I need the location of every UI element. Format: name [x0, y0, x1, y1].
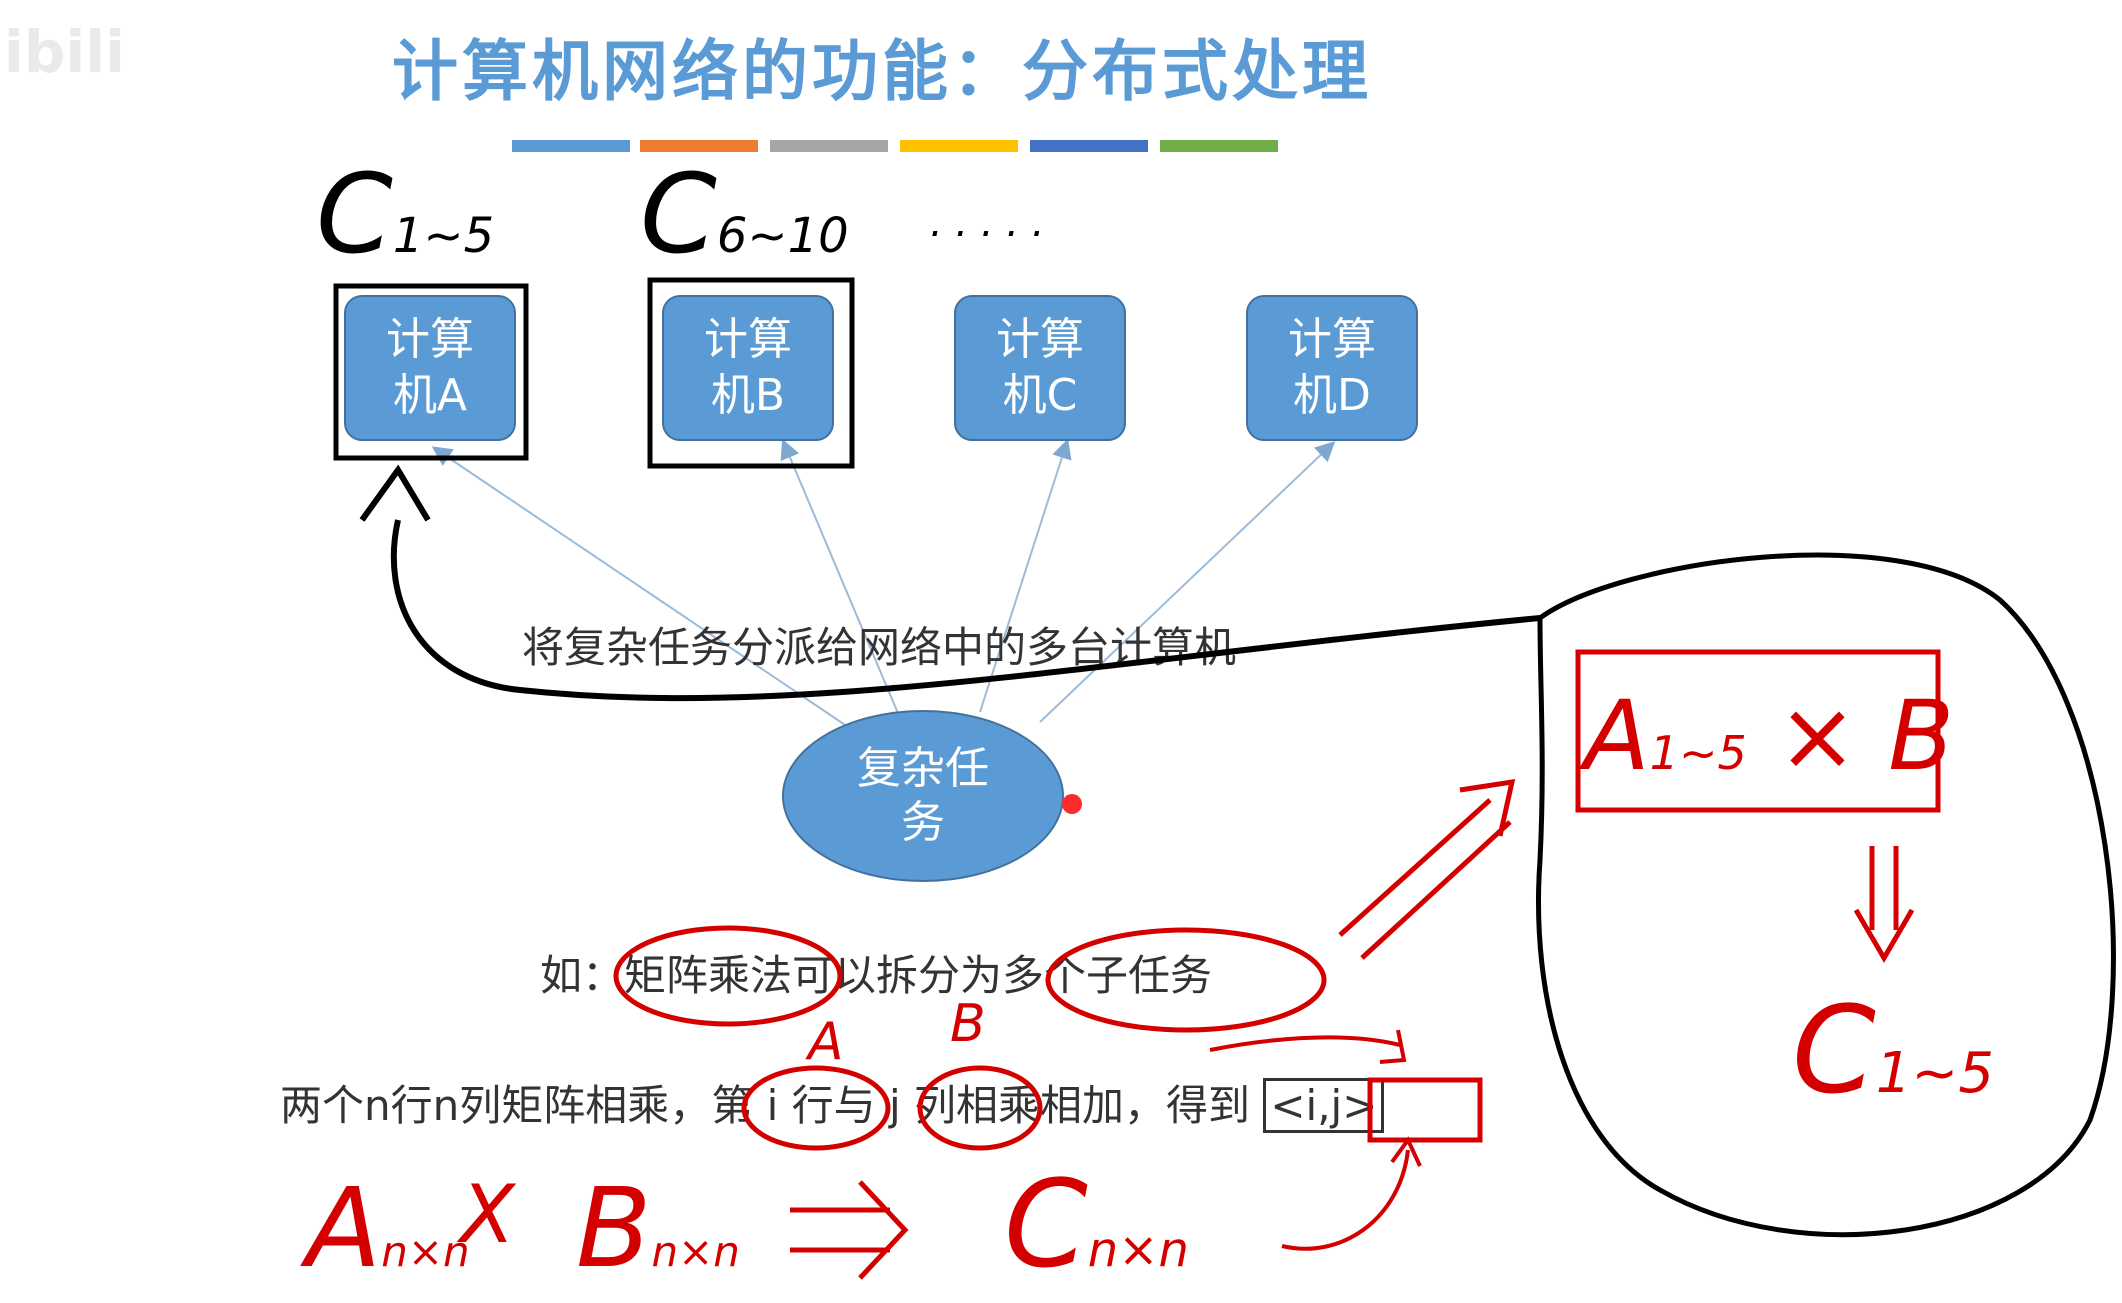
computer-b-line1: 计算 — [704, 314, 792, 365]
pen-connector-bottom — [1281, 1149, 1410, 1251]
complex-task-ellipse: 复杂任 务 — [782, 710, 1064, 882]
hw-bubble-result: C1~5 — [1792, 982, 1994, 1121]
hw-c-6to10-main: C — [640, 150, 717, 278]
pen-connector-top — [1209, 1035, 1401, 1052]
computer-b-line2: 机B — [710, 370, 786, 421]
pen-box — [1575, 649, 1941, 813]
divider-bar-3 — [770, 140, 888, 152]
hw-bubble-expr-sub: 1~5 — [1649, 726, 1747, 780]
hw-bubble-expr-tail: × B — [1777, 680, 1955, 792]
pen-ellipse-subtasks — [1045, 927, 1327, 1033]
computer-a-line2: 机A — [392, 370, 468, 421]
ink-box-b — [647, 277, 855, 469]
hw-c-1to5-sub: 1~5 — [392, 208, 495, 264]
pen-implies-arrow — [790, 1180, 909, 1280]
divider-bar-5 — [1030, 140, 1148, 152]
hw-label-b: B — [950, 994, 986, 1054]
pen-ellipse-row — [741, 1065, 891, 1151]
complex-task-line2: 务 — [901, 797, 945, 848]
hw-bubble-expr: A1~5 × B — [1584, 680, 1954, 792]
divider-bar-1 — [512, 140, 630, 152]
hw-label-a: A — [808, 1012, 844, 1072]
ink-bubble — [1536, 552, 2116, 1238]
computer-c-line1: 计算 — [996, 314, 1084, 365]
divider-bar-4 — [900, 140, 1018, 152]
hw-eq-c-main: C — [1004, 1156, 1088, 1295]
hw-eq-b-main: B — [576, 1164, 652, 1292]
hw-eq-b-sub: n×n — [651, 1227, 740, 1276]
matrix-text-line: 两个n行n列矩阵相乘，第 i 行与 j 列相乘相加，得到 <i,j> — [280, 1072, 1385, 1133]
computer-a: 计算 机A — [344, 295, 516, 441]
pen-connector-top-head — [1379, 1029, 1407, 1064]
hw-bubble-expr-main: A — [1584, 680, 1650, 792]
hw-bubble-result-sub: 1~5 — [1875, 1041, 1994, 1106]
matrix-text: 两个n行n列矩阵相乘，第 i 行与 j 列相乘相加，得到 — [280, 1081, 1250, 1130]
hw-arrow-glyph: ⇒ — [900, 1170, 901, 1171]
hw-c-1to5-main: C — [316, 150, 393, 278]
pen-down-arrow — [1853, 846, 1915, 963]
hw-c-6to10-sub: 6~10 — [716, 208, 849, 264]
matrix-result-box: <i,j> — [1263, 1078, 1385, 1133]
computer-d: 计算 机D — [1246, 295, 1418, 441]
example-text: 如：矩阵乘法可以拆分为多个子任务 — [540, 951, 1213, 1000]
computer-d-line1: 计算 — [1288, 314, 1376, 365]
hw-eq-a-sub: n×n — [381, 1227, 470, 1276]
pen-ellipse-matrix-mult — [613, 925, 843, 1027]
hw-eq-b: Bn×n — [576, 1164, 740, 1292]
divider-bar-6 — [1160, 140, 1278, 152]
hw-c-1to5: C1~5 — [316, 150, 494, 278]
ink-box-a — [333, 283, 529, 461]
computer-c: 计算 机C — [954, 295, 1126, 441]
computer-b: 计算 机B — [662, 295, 834, 441]
hw-dots: . . . . . — [930, 200, 1045, 246]
divider-bar-2 — [640, 140, 758, 152]
complex-task-line1: 复杂任 — [857, 743, 989, 794]
pen-up-arrow — [1338, 778, 1516, 960]
slide-title: 计算机网络的功能：分布式处理 — [392, 33, 1372, 110]
hw-times: X — [460, 1168, 515, 1261]
hw-eq-a-main: A — [306, 1164, 382, 1292]
computer-c-line2: 机C — [1002, 370, 1078, 421]
hw-eq-c-sub: n×n — [1087, 1222, 1189, 1278]
computer-d-line2: 机D — [1293, 370, 1371, 421]
hw-eq-c: Cn×n — [1004, 1156, 1189, 1295]
laser-pointer-dot — [1062, 794, 1082, 814]
pen-ellipse-col — [917, 1065, 1043, 1151]
watermark: ibili — [4, 18, 126, 86]
hw-eq-a: An×n — [306, 1164, 470, 1292]
pen-result-box — [1367, 1077, 1483, 1143]
hw-c-6to10: C6~10 — [640, 150, 849, 278]
ink-arrow-curve — [390, 519, 1541, 702]
ink-arrow-head — [359, 464, 431, 522]
hw-bubble-result-main: C — [1792, 982, 1876, 1121]
pen-connector-bottom-head — [1390, 1136, 1422, 1167]
computer-a-line1: 计算 — [386, 314, 474, 365]
